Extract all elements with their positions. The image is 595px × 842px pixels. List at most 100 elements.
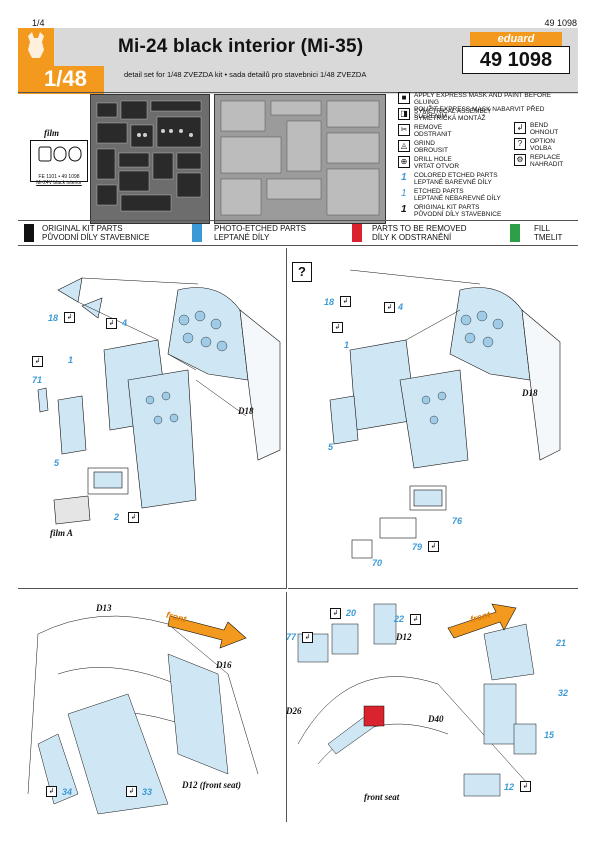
part-20: 20: [346, 608, 357, 618]
replace-icon: ⚙: [514, 154, 526, 166]
colored-part-icon: 1: [401, 172, 407, 183]
part-18-b: 18: [324, 297, 335, 307]
part-12: 12: [504, 782, 515, 792]
fret-parts-icon: [96, 100, 202, 212]
part-70: 70: [372, 558, 383, 568]
part-4-b: 4: [398, 302, 404, 312]
page-title: Mi-24 black interior (Mi-35): [118, 36, 364, 57]
logo-block: [18, 28, 54, 68]
step1-drawing: [37, 277, 281, 525]
part-18: 18: [48, 313, 59, 323]
part-2: 2: [114, 512, 120, 522]
fret-image-1: [90, 94, 210, 224]
subtitle: detail set for 1/48 ZVEZDA kit • sada de…: [124, 70, 367, 79]
fill-color-label: FILL TMELIT: [534, 224, 563, 242]
scale-block: [18, 66, 104, 94]
fret-image-2: [214, 94, 386, 224]
kit-part-icon: 1: [401, 204, 407, 215]
bend-icon: ↲: [428, 541, 439, 552]
legend: ■ APPLY EXPRESS MASK AND PAINT BEFORE GL…: [396, 92, 578, 222]
grind-icon: ◬: [398, 140, 410, 152]
label-d40: D40: [428, 714, 444, 724]
fill-color-swatch: [510, 224, 520, 242]
step4-drawing: [297, 603, 537, 797]
fret-parts-icon-2: [220, 100, 380, 216]
step2-panel: [288, 248, 578, 589]
drill-icon: ⊕: [398, 156, 410, 168]
eduard-mascot-icon: [28, 32, 44, 58]
label-film-a: film A: [50, 528, 73, 538]
kit-color-swatch: [24, 224, 34, 242]
label-d26: D26: [286, 706, 302, 716]
bend-icon: ↲: [520, 781, 531, 792]
label-d12-b: D12: [396, 632, 412, 642]
sheet-section: [18, 92, 578, 225]
kit-color-label: ORIGINAL KIT PARTS PŮVODNÍ DÍLY STAVEBNI…: [42, 224, 150, 242]
bend-icon: ↲: [330, 608, 341, 619]
legend-item-replace: REPLACE NAHRADIT: [530, 154, 564, 168]
film-text1: FE 1101 • 49 1098: [38, 174, 80, 180]
option-icon: ?: [514, 138, 526, 150]
bend-icon: ↲: [332, 322, 343, 333]
pe-color-label: PHOTO-ETCHED PARTS LEPTANÉ DÍLY: [214, 224, 307, 242]
bend-icon: ↲: [64, 312, 75, 323]
film-shapes-icon: [38, 146, 82, 162]
part-21: 21: [556, 638, 567, 648]
bend-icon: ↲: [302, 632, 313, 643]
legend-item-etched: ETCHED PARTS LEPTANÉ NEBAREVNÉ DÍLY: [414, 188, 501, 202]
option-marker: ?: [292, 262, 312, 282]
part-77: 77: [286, 632, 297, 642]
bend-icon: ↲: [340, 296, 351, 307]
bend-icon: ↲: [32, 356, 43, 367]
part-33: 33: [142, 787, 153, 797]
part-34: 34: [62, 787, 73, 797]
part-4: 4: [122, 318, 128, 328]
step2-drawing: [329, 269, 561, 559]
legend-item-colored: COLORED ETCHED PARTS LEPTANÉ BAREVNÉ DÍL…: [414, 172, 498, 186]
legend-item-option: OPTION VOLBA: [530, 138, 555, 152]
legend-item-drill: DRILL HOLE VRTAT OTVOR: [414, 156, 460, 170]
bend-icon: ↲: [46, 786, 57, 797]
remove-color-swatch: [352, 224, 362, 242]
label-d13: D13: [96, 603, 112, 613]
remove-color-label: PARTS TO BE REMOVED DÍLY K ODSTRANĚNÍ: [372, 224, 467, 242]
label-d18: D18: [238, 406, 254, 416]
legend-item-symmetry: SYMETRICAL ASSEMBLY SYMETRICKÁ MONTÁŽ: [414, 108, 492, 122]
bend-icon: ↲: [106, 318, 117, 329]
label-front-seat: front seat: [364, 792, 400, 802]
part-79: 79: [412, 542, 423, 552]
color-legend: ORIGINAL KIT PARTS PŮVODNÍ DÍLY STAVEBNI…: [18, 220, 578, 246]
mask-icon: ■: [398, 92, 410, 104]
part-1: 1: [68, 355, 74, 365]
part-32: 32: [558, 688, 569, 698]
legend-item-bend: BEND OHNOUT: [530, 122, 559, 136]
part-76: 76: [452, 516, 463, 526]
part-5: 5: [54, 458, 60, 468]
legend-item-mask: APPLY EXPRESS MASK AND PAINT BEFORE GLUI…: [414, 92, 552, 120]
scale-label: 1/48: [44, 66, 87, 91]
part-5-b: 5: [328, 442, 334, 452]
bend-icon: ↲: [384, 302, 395, 313]
legend-item-remove: REMOVE ODSTRANIT: [414, 124, 452, 138]
part-71: 71: [32, 375, 43, 385]
symmetry-icon: ◨: [398, 108, 410, 120]
label-d18-b: D18: [522, 388, 538, 398]
bend-icon: ↲: [410, 614, 421, 625]
legend-item-grind: GRIND OBROUSIT: [414, 140, 448, 154]
doc-code: 49 1098: [544, 18, 577, 28]
page-number: 1/4: [32, 18, 45, 28]
brand-logo: eduard: [470, 32, 562, 46]
step1-panel: [18, 248, 287, 589]
part-1-b: 1: [344, 340, 350, 350]
film-sheet: FE 1101 • 49 1098 Mi-24V black interior: [30, 140, 88, 186]
product-code: 49 1098: [462, 46, 570, 74]
part-15: 15: [544, 730, 555, 740]
part-22: 22: [394, 614, 405, 624]
label-d16: D16: [216, 660, 232, 670]
remove-icon: ✂: [398, 124, 410, 136]
bend-icon: ↲: [126, 786, 137, 797]
label-d12-front-seat: D12 (front seat): [182, 780, 241, 790]
step3-drawing: [27, 615, 259, 815]
bend-icon: ↲: [514, 122, 526, 134]
etched-part-icon: 1: [401, 188, 407, 199]
